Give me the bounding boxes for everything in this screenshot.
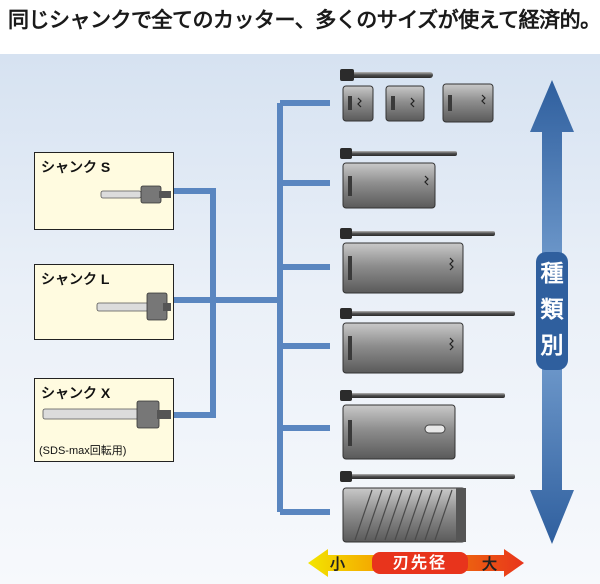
blade-diameter-arrow: [308, 549, 524, 577]
shank-x-label: シャンク X: [41, 385, 111, 401]
type-arrow-char-1: 種: [540, 261, 564, 287]
shank-x-note: (SDS-max回転用): [39, 445, 127, 457]
bit-set-5: [340, 390, 505, 460]
shank-s-box: シャンク S: [34, 152, 174, 230]
shank-x-image: [42, 400, 171, 429]
arrow-large-label: 大: [482, 555, 498, 573]
type-arrow-label: 種 類 別: [536, 256, 568, 364]
arrow-small-label: 小: [330, 555, 346, 573]
bit-set-6: [340, 471, 515, 543]
type-arrow-char-3: 別: [540, 333, 564, 359]
shank-s-image: [100, 185, 171, 204]
shank-connectors: [174, 100, 330, 515]
page-title: 同じシャンクで全てのカッター、多くのサイズが使えて経済的。: [0, 0, 600, 46]
shank-l-image: [96, 292, 171, 321]
type-arrow: [530, 80, 574, 544]
shank-l-label: シャンク L: [41, 271, 110, 287]
arrow-center-label: 刃先径: [392, 553, 447, 572]
bit-set-2: [340, 148, 457, 209]
shank-l-box: シャンク L: [34, 264, 174, 340]
connector-shank-s: [174, 188, 216, 300]
connector-shank-x: [174, 300, 216, 418]
bit-set-4: [340, 308, 515, 374]
type-arrow-char-2: 類: [540, 297, 564, 323]
bit-set-3: [340, 228, 495, 294]
bit-set-1: [340, 69, 494, 123]
shank-x-box: シャンク X (SDS-max回転用): [34, 378, 174, 462]
shank-s-label: シャンク S: [41, 159, 111, 175]
